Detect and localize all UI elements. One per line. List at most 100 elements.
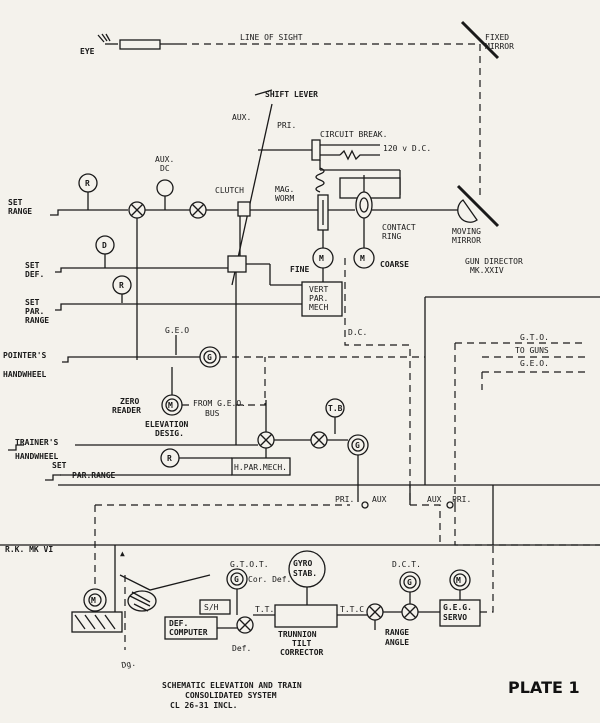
- def-computer-label-2: COMPUTER: [169, 628, 208, 637]
- mag-worm-label-1: MAG.: [275, 185, 294, 194]
- elevation-label: ELEVATION: [145, 420, 189, 429]
- coarse-motor-letter: M: [360, 254, 365, 263]
- set-par-range-label-1: SET: [25, 298, 40, 307]
- train-range-letter: R: [167, 454, 172, 463]
- contact-frame: [339, 177, 401, 199]
- par-range-dial-letter: R: [119, 281, 124, 290]
- aux-pri-line: [95, 504, 441, 545]
- set-par-range2-label-1: SET: [52, 461, 67, 470]
- trunnion-label-2: TILT: [292, 639, 311, 648]
- def-label: Def.: [232, 644, 251, 653]
- gtot-letter: G: [234, 575, 239, 584]
- fixed-mirror-label-1: FIXED: [485, 33, 509, 42]
- to-guns-label: TO GUNS: [515, 346, 549, 355]
- dct-letter: G: [407, 578, 412, 587]
- contact-ring-label-1: CONTACT: [382, 223, 416, 232]
- coarse-motor: [353, 247, 375, 269]
- angle-label: ANGLE: [385, 638, 409, 647]
- desig-label: DESIG.: [155, 429, 184, 438]
- geg-label: G.E.G.: [443, 603, 472, 612]
- gun-director-label-2: MK.XXIV: [470, 266, 504, 275]
- caption-line-2: CONSOLIDATED SYSTEM: [185, 691, 277, 700]
- moving-mirror-label-1: MOVING: [452, 227, 481, 236]
- pointers-label-2: HANDWHEEL: [3, 370, 47, 379]
- geo-line: [481, 371, 585, 390]
- pri-right-label: PRI.: [452, 495, 471, 504]
- vert-par-mech: [301, 281, 343, 317]
- aux-right-label: AUX: [427, 495, 442, 504]
- telescope-tube: [119, 39, 161, 50]
- dc-label: D.C.: [348, 328, 367, 337]
- eye-symbol: [97, 33, 118, 45]
- def-clutch-box: [227, 255, 247, 273]
- fixed-mirror-label-2: MIRROR: [485, 42, 514, 51]
- clutch: [237, 201, 251, 217]
- dct-label: D.C.T.: [392, 560, 421, 569]
- rk-mk-vi-label: R.K. MK VI: [5, 545, 53, 554]
- def-differential: [236, 616, 254, 634]
- gyro-label: GYRO: [293, 559, 312, 568]
- set-par-range-label-2: PAR.: [25, 307, 44, 316]
- circuit-breaker: [311, 139, 321, 161]
- right-drop: [454, 505, 600, 546]
- trunnion-label-3: CORRECTOR: [280, 648, 324, 657]
- moving-mirror-label-2: MIRROR: [452, 236, 481, 245]
- caption-line-3: CL 26-31 INCL.: [170, 701, 237, 710]
- dg-label: Dg.: [121, 659, 137, 670]
- mag-worm-label-2: WORM: [275, 194, 294, 203]
- clutch-label: CLUTCH: [215, 186, 244, 195]
- set-def-label-1: SET: [25, 261, 40, 270]
- range-angle-differential-2: [401, 603, 419, 621]
- range-label: RANGE: [385, 628, 409, 637]
- aux-dc-differential: [189, 201, 207, 219]
- range-dial-letter: R: [85, 179, 90, 188]
- cor-def-label: Cor. Def.: [248, 575, 291, 584]
- ttc-label: T.T.C: [255, 605, 279, 614]
- geg-servo: [439, 599, 481, 627]
- rk-gearbox: [71, 574, 211, 633]
- trainers-label-2: HANDWHEEL: [15, 452, 59, 461]
- aux-left-label: AUX: [372, 495, 387, 504]
- right-switch: [446, 501, 454, 509]
- gun-director-label-1: GUN DIRECTOR: [465, 257, 523, 266]
- set-def-label-2: DEF.: [25, 270, 44, 279]
- sh-label: S/H: [204, 603, 219, 612]
- shift-lever: [231, 103, 273, 286]
- rk-motor-letter: M: [91, 596, 96, 605]
- fine-motor-letter: M: [319, 254, 324, 263]
- dc-bus-line: [344, 258, 411, 505]
- left-switch: [361, 501, 369, 509]
- mag-worm-coil: [315, 167, 329, 231]
- aux-dc-label-2: DC: [160, 164, 170, 173]
- geg-return-line: [480, 545, 494, 613]
- set-range-label-1: SET: [8, 198, 23, 207]
- trunnion-label-1: TRUNNION: [278, 630, 317, 639]
- circuit-break-label: CIRCUIT BREAK.: [320, 130, 387, 139]
- plate-label: PLATE 1: [508, 678, 580, 697]
- set-par-range-label-3: RANGE: [25, 316, 49, 325]
- geo-right-label: G.E.O.: [520, 359, 549, 368]
- trainer-g-letter: G: [355, 441, 360, 450]
- trunnion-tilt-corrector: [274, 604, 338, 628]
- def-computer-label-1: DEF.: [169, 619, 188, 628]
- geg-motor-letter: M: [456, 576, 461, 585]
- sh-box: [199, 599, 231, 615]
- aux-dc-label-1: AUX.: [155, 155, 174, 164]
- contact-ring-label-2: RING: [382, 232, 401, 241]
- zero-reader-letter: M: [168, 401, 173, 410]
- range-angle-differential-1: [366, 603, 384, 621]
- h-par-mech-label: H.PAR.MECH.: [234, 463, 287, 472]
- fixed-mirror: [460, 20, 500, 60]
- vert-par-mech-label-2: PAR.: [309, 294, 328, 303]
- bus-label: BUS: [205, 409, 220, 418]
- pri-left-label: PRI.: [335, 495, 354, 504]
- eye-label: EYE: [80, 47, 95, 56]
- set-range-label-2: RANGE: [8, 207, 32, 216]
- caption-line-1: SCHEMATIC ELEVATION AND TRAIN: [162, 681, 302, 690]
- aux-dc-dial: [156, 179, 174, 197]
- servo-label: SERVO: [443, 613, 467, 622]
- trainer-differential: [257, 431, 275, 449]
- pointers-label-1: POINTER'S: [3, 351, 47, 360]
- range-differential: [128, 201, 146, 219]
